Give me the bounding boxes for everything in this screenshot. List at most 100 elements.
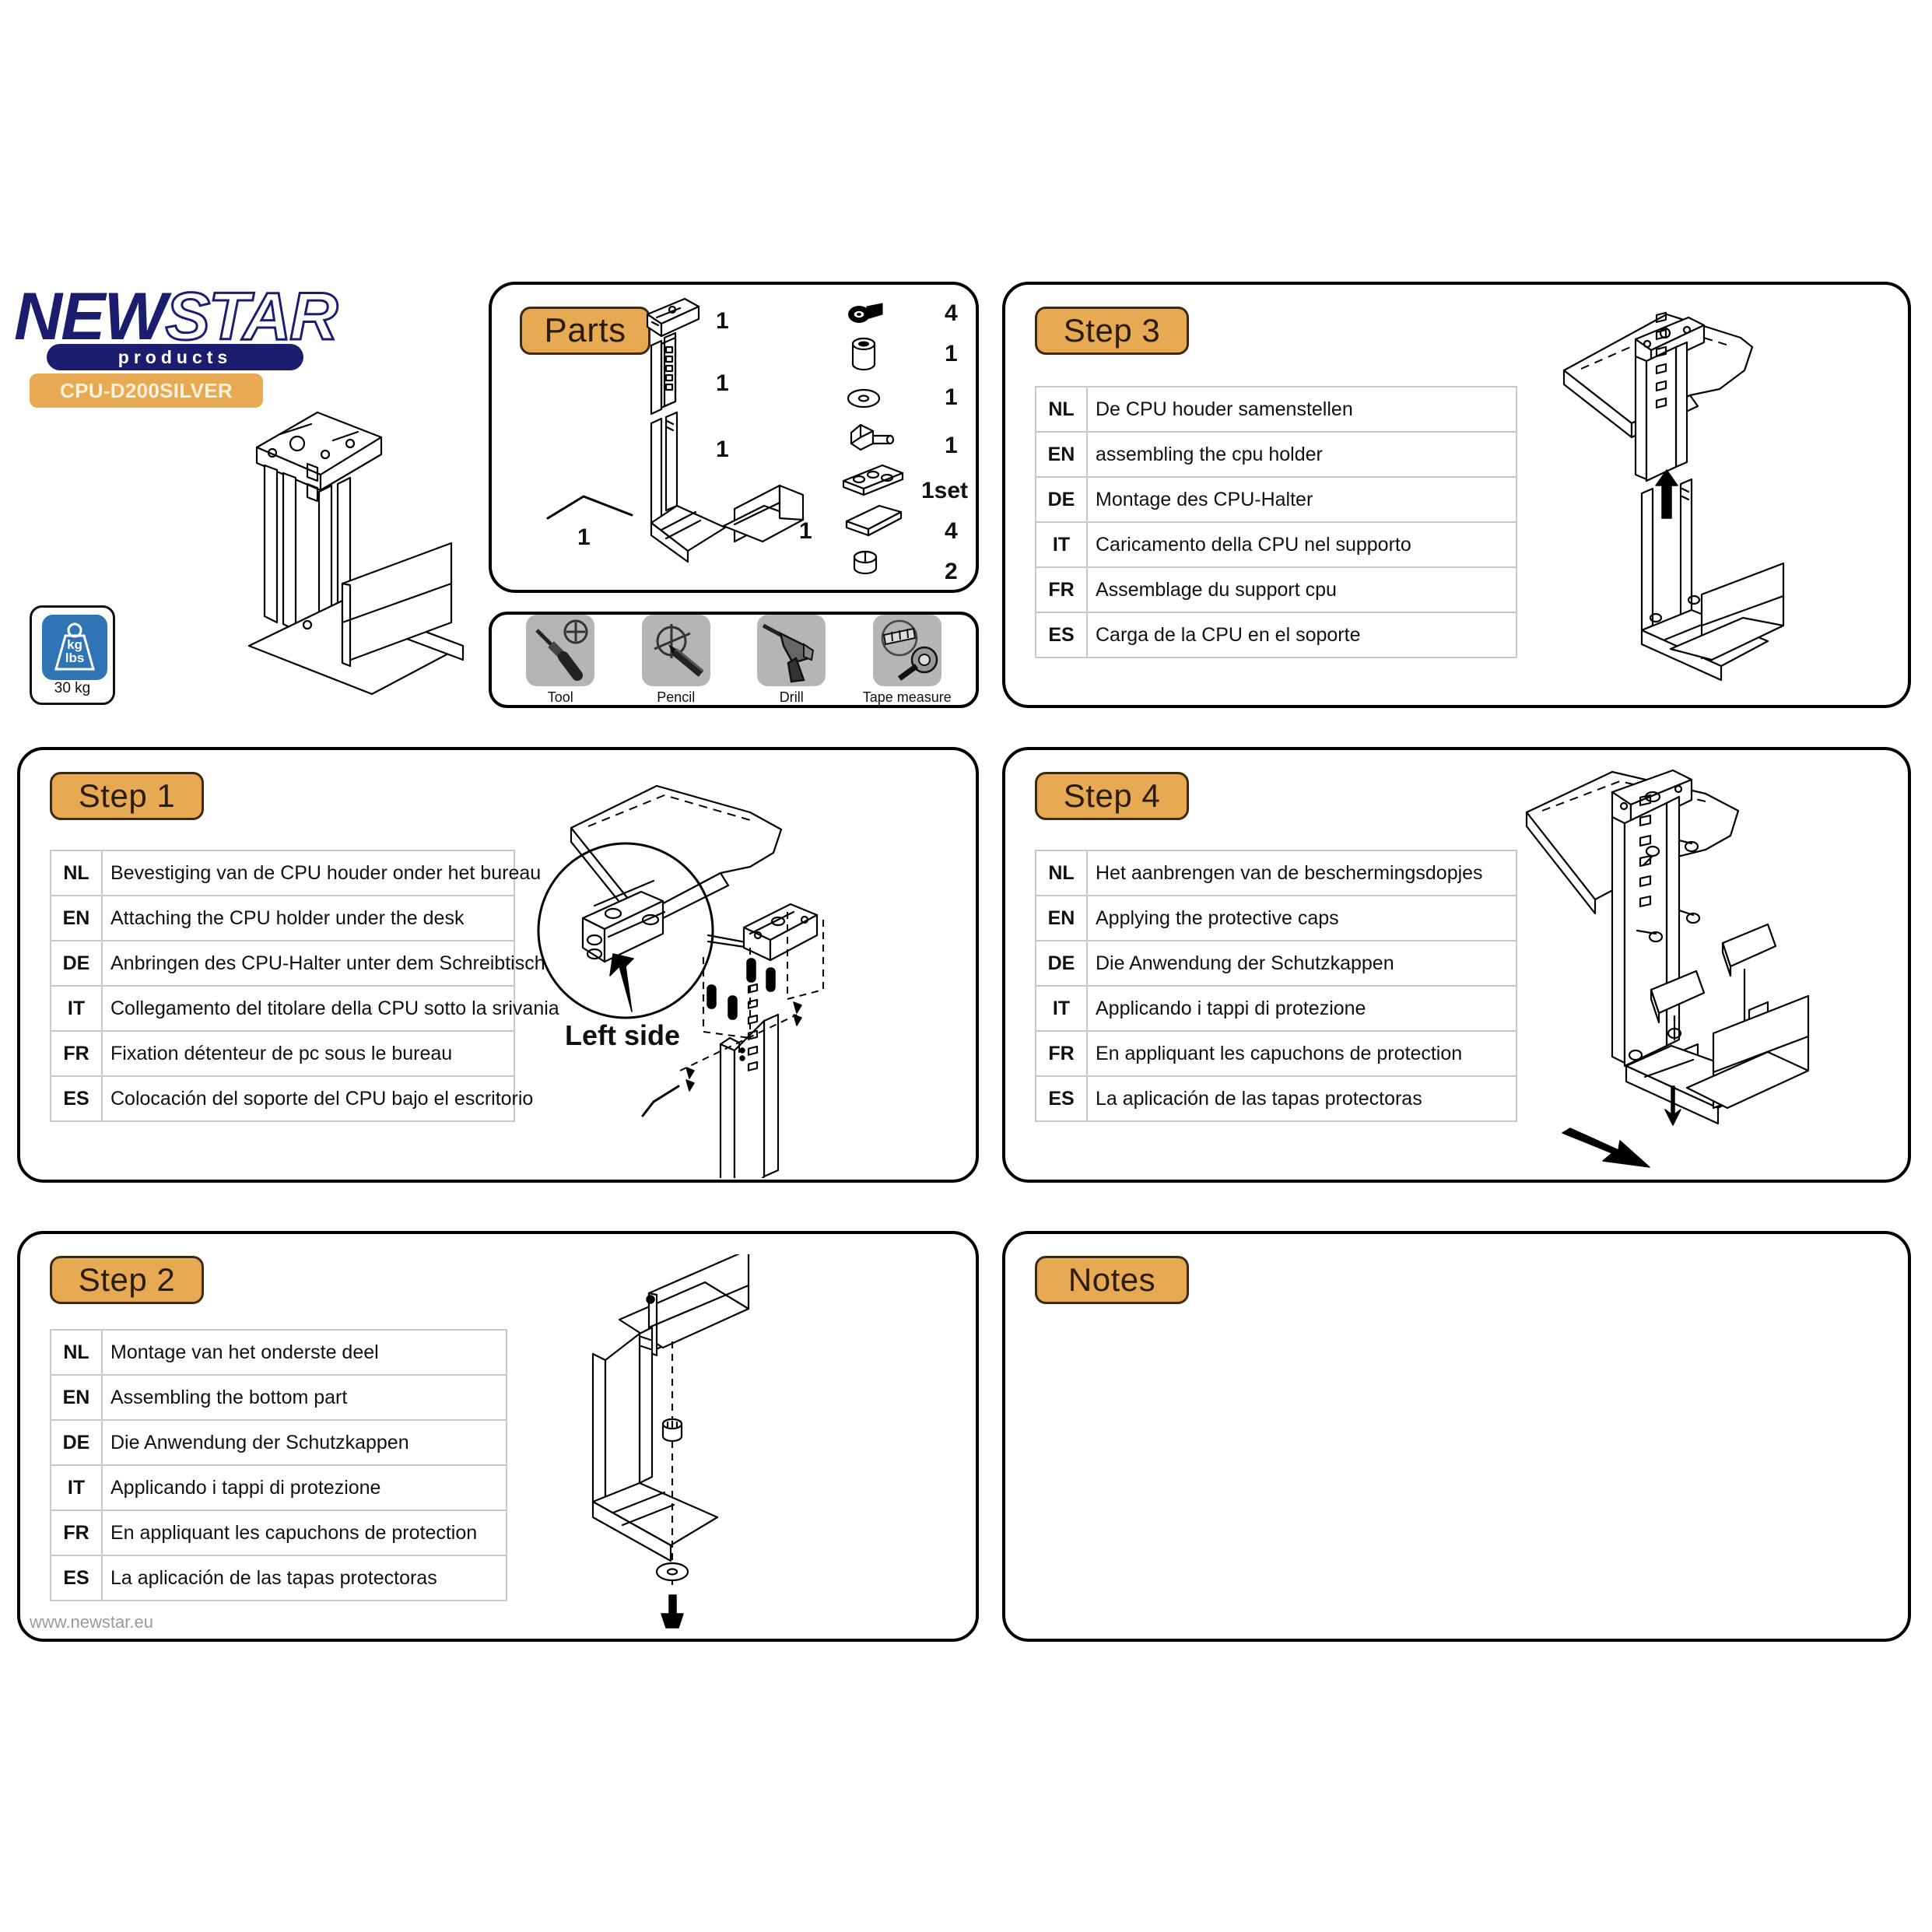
logo-wordmark: NEWSTAR	[14, 279, 339, 356]
step1-title-badge: Step 1	[50, 772, 204, 820]
lang-text: De CPU houder samenstellen	[1086, 386, 1517, 433]
pencil-icon	[641, 614, 710, 686]
logo-star-text: STAR	[164, 279, 339, 356]
lang-text: En appliquant les capuchons de protectio…	[101, 1509, 507, 1556]
lang-code: NL	[1035, 386, 1088, 433]
notes-title-badge: Notes	[1035, 1256, 1189, 1304]
lang-code: EN	[50, 1374, 103, 1421]
lang-code: ES	[1035, 612, 1088, 658]
lang-code: EN	[50, 895, 103, 941]
tool-item-pencil: Pencil	[638, 614, 714, 706]
lang-text: Carga de la CPU en el soporte	[1086, 612, 1517, 658]
tool-item-screwdriver: Tool	[522, 614, 598, 706]
hardware-qty-1: 1	[945, 341, 958, 366]
drill-icon	[757, 614, 826, 686]
tool-label-pencil: Pencil	[657, 689, 696, 705]
step1-title: Step 1	[78, 777, 176, 814]
lang-code: NL	[50, 1329, 103, 1376]
part-qty-2: 1	[716, 437, 729, 462]
lang-code: DE	[50, 940, 103, 987]
newstar-logo: NEWSTAR products	[14, 279, 341, 380]
parts-illustration	[546, 297, 805, 563]
notes-body[interactable]	[1035, 1327, 1878, 1615]
lang-text: Fixation détenteur de pc sous le bureau	[101, 1030, 515, 1077]
lang-text: Het aanbrengen van de beschermingsdopjes	[1086, 850, 1517, 896]
tool-item-tape-measure: Tape measure	[863, 614, 952, 706]
lang-text: Anbringen des CPU-Halter unter dem Schre…	[101, 940, 545, 987]
model-number-badge: CPU-D200SILVER	[30, 373, 263, 408]
part-qty-1: 1	[716, 370, 729, 396]
hardware-qty-6: 2	[945, 559, 958, 584]
tool-item-drill: Drill	[753, 614, 829, 706]
lang-text: Collegamento del titolare della CPU sott…	[101, 985, 559, 1032]
tool-label-drill: Drill	[779, 689, 804, 705]
lang-text: La aplicación de las tapas protectoras	[1086, 1075, 1517, 1122]
lang-code: NL	[1035, 850, 1088, 896]
hero-product-illustration	[247, 411, 465, 696]
lang-code: FR	[1035, 566, 1088, 613]
part-qty-0: 1	[716, 308, 729, 334]
lang-text: Applicando i tappi di protezione	[101, 1464, 507, 1511]
lang-text: Assemblage du support cpu	[1086, 566, 1517, 613]
lang-code: DE	[1035, 940, 1088, 987]
hardware-qty-4: 1set	[921, 478, 969, 503]
hardware-qty-5: 4	[945, 518, 958, 544]
lang-code: FR	[50, 1030, 103, 1077]
hardware-qty-2: 1	[945, 384, 958, 410]
step4-title-badge: Step 4	[1035, 772, 1189, 820]
lang-text: Montage van het onderste deel	[101, 1329, 507, 1376]
step3-illustration	[1562, 311, 1785, 682]
step2-title-badge: Step 2	[50, 1256, 204, 1304]
lang-text: Applying the protective caps	[1086, 895, 1517, 941]
website-url: www.newstar.eu	[30, 1612, 153, 1632]
lang-code: IT	[1035, 985, 1088, 1032]
part-qty-3: 1	[799, 518, 812, 544]
hardware-illustrations	[842, 303, 904, 575]
tape-measure-icon	[872, 614, 941, 686]
parts-title: Parts	[544, 311, 626, 349]
lang-code: FR	[1035, 1030, 1088, 1077]
lang-text: En appliquant les capuchons de protectio…	[1086, 1030, 1517, 1077]
lang-code: ES	[50, 1555, 103, 1601]
lang-code: FR	[50, 1509, 103, 1556]
lang-code: IT	[50, 1464, 103, 1511]
lang-code: IT	[50, 985, 103, 1032]
hardware-qty-3: 1	[945, 433, 958, 458]
step3-title-badge: Step 3	[1035, 307, 1189, 355]
lang-code: DE	[50, 1419, 103, 1466]
step1-illustration	[537, 784, 824, 1178]
lang-code: ES	[50, 1075, 103, 1122]
parts-title-badge: Parts	[520, 307, 650, 355]
step2-title: Step 2	[78, 1261, 176, 1298]
weight-unit-kg: kg	[67, 637, 82, 652]
lang-code: EN	[1035, 431, 1088, 478]
step1-left-side-annotation: Left side	[565, 1019, 681, 1051]
tool-label-tape-measure: Tape measure	[862, 689, 952, 705]
step3-title: Step 3	[1063, 312, 1161, 349]
tools-panel: Tool Pencil	[489, 612, 979, 708]
part-qty-4: 1	[577, 524, 591, 550]
lang-text: Montage des CPU-Halter	[1086, 476, 1517, 523]
